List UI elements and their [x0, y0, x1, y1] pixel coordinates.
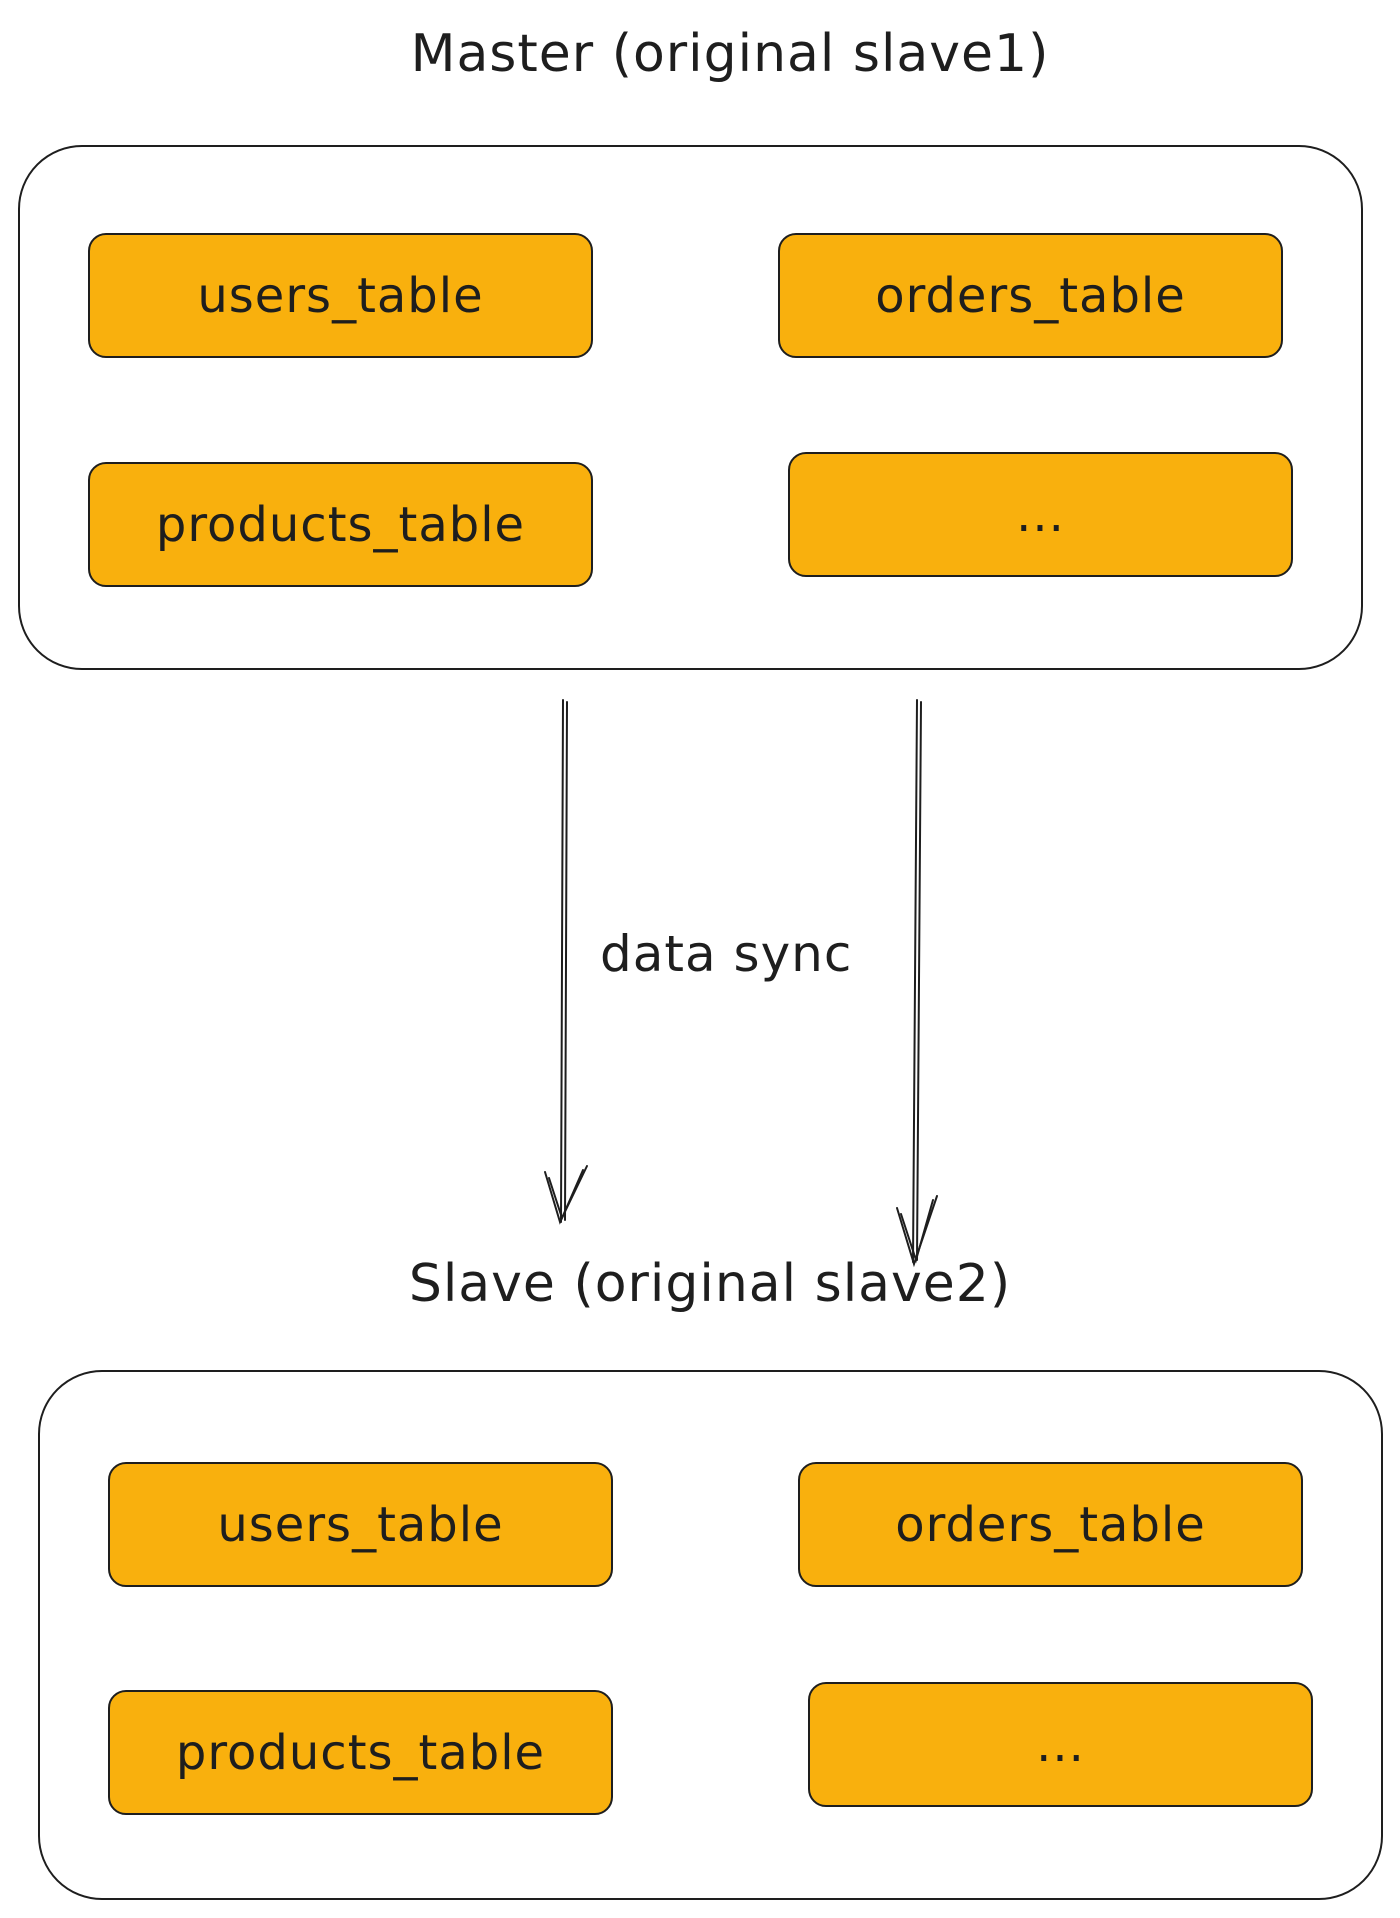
slave-more-tables: ...	[808, 1682, 1313, 1807]
slave-title: Slave (original slave2)	[408, 1254, 1012, 1314]
master-products-table: products_table	[88, 462, 593, 587]
master-database-group	[18, 145, 1363, 670]
master-title: Master (original slave1)	[410, 24, 1050, 84]
master-orders-table: orders_table	[778, 233, 1283, 358]
data-sync-label: data sync	[600, 925, 853, 983]
slave-orders-table: orders_table	[798, 1462, 1303, 1587]
right-sync-arrow	[896, 699, 938, 1268]
slave-users-table: users_table	[108, 1462, 613, 1587]
left-sync-arrow	[544, 699, 588, 1225]
master-more-tables: ...	[788, 452, 1293, 577]
slave-database-group	[38, 1370, 1383, 1900]
slave-products-table: products_table	[108, 1690, 613, 1815]
master-users-table: users_table	[88, 233, 593, 358]
